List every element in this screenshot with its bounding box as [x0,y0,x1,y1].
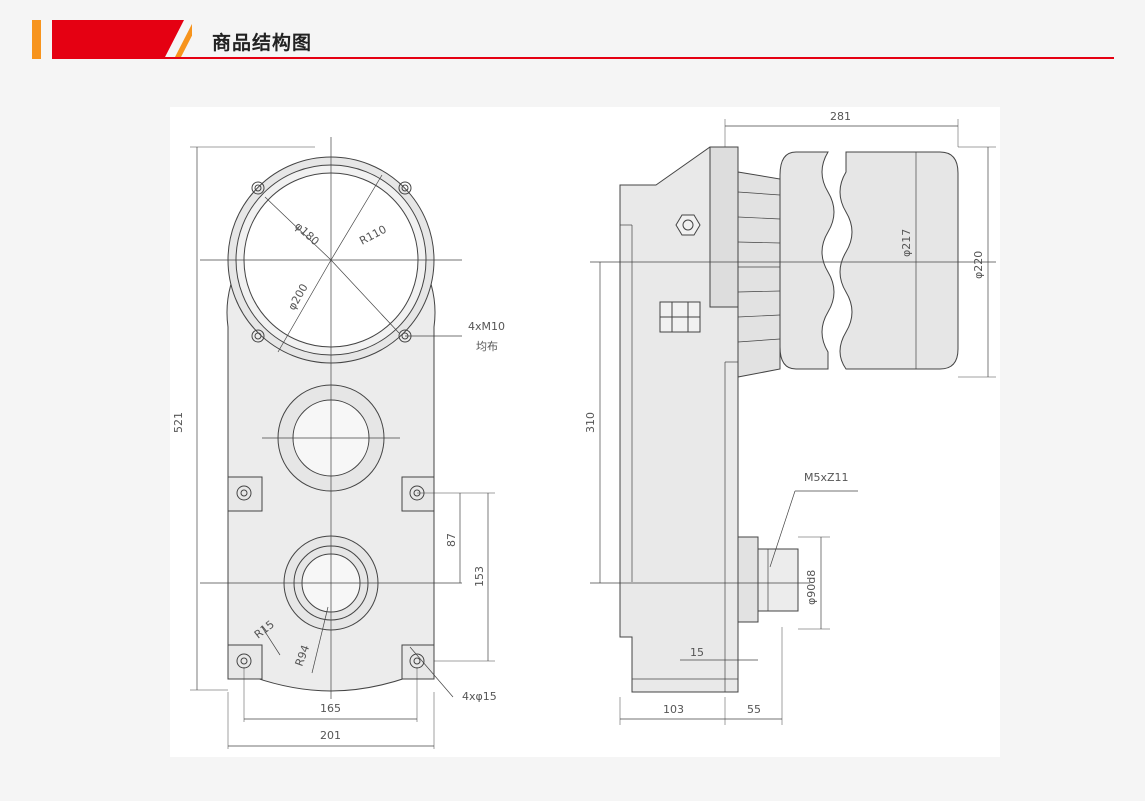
accent-bar [32,20,41,59]
dim-thread-m5xz11: M5xZ11 [804,471,849,484]
dim-153: 153 [473,566,486,587]
dim-holes-4xphi15: 4xφ15 [462,690,497,703]
page-title: 商品结构图 [212,32,313,54]
mounting-hole-tl [251,181,265,195]
front-view [190,137,495,749]
dim-width-165: 165 [320,702,341,715]
dim-width-103: 103 [663,703,684,716]
dim-87: 87 [445,533,458,547]
mounting-hole-bl [251,329,265,343]
structure-drawing-panel: φ180 φ200 R110 4xM10 均布 521 87 153 R15 R… [170,107,1000,757]
side-view [590,119,996,725]
mounting-hole-tr [398,181,412,195]
dim-height-521: 521 [172,412,185,433]
structure-drawing: φ180 φ200 R110 4xM10 均布 521 87 153 R15 R… [172,110,996,749]
section-header: 商品结构图 [0,0,1145,70]
dim-height-310: 310 [584,412,597,433]
dim-diameter-217: φ217 [900,229,913,257]
dim-15: 15 [690,646,704,659]
dim-holes-4xm10: 4xM10 [468,320,505,333]
dim-diameter-90d8: φ90d8 [805,570,818,605]
dim-holes-note: 均布 [476,340,498,353]
dim-width-55: 55 [747,703,761,716]
header-red-block [52,20,192,59]
dim-diameter-220: φ220 [972,251,985,279]
header-underline [52,57,1114,59]
dim-width-281: 281 [830,110,851,123]
dim-width-201: 201 [320,729,341,742]
